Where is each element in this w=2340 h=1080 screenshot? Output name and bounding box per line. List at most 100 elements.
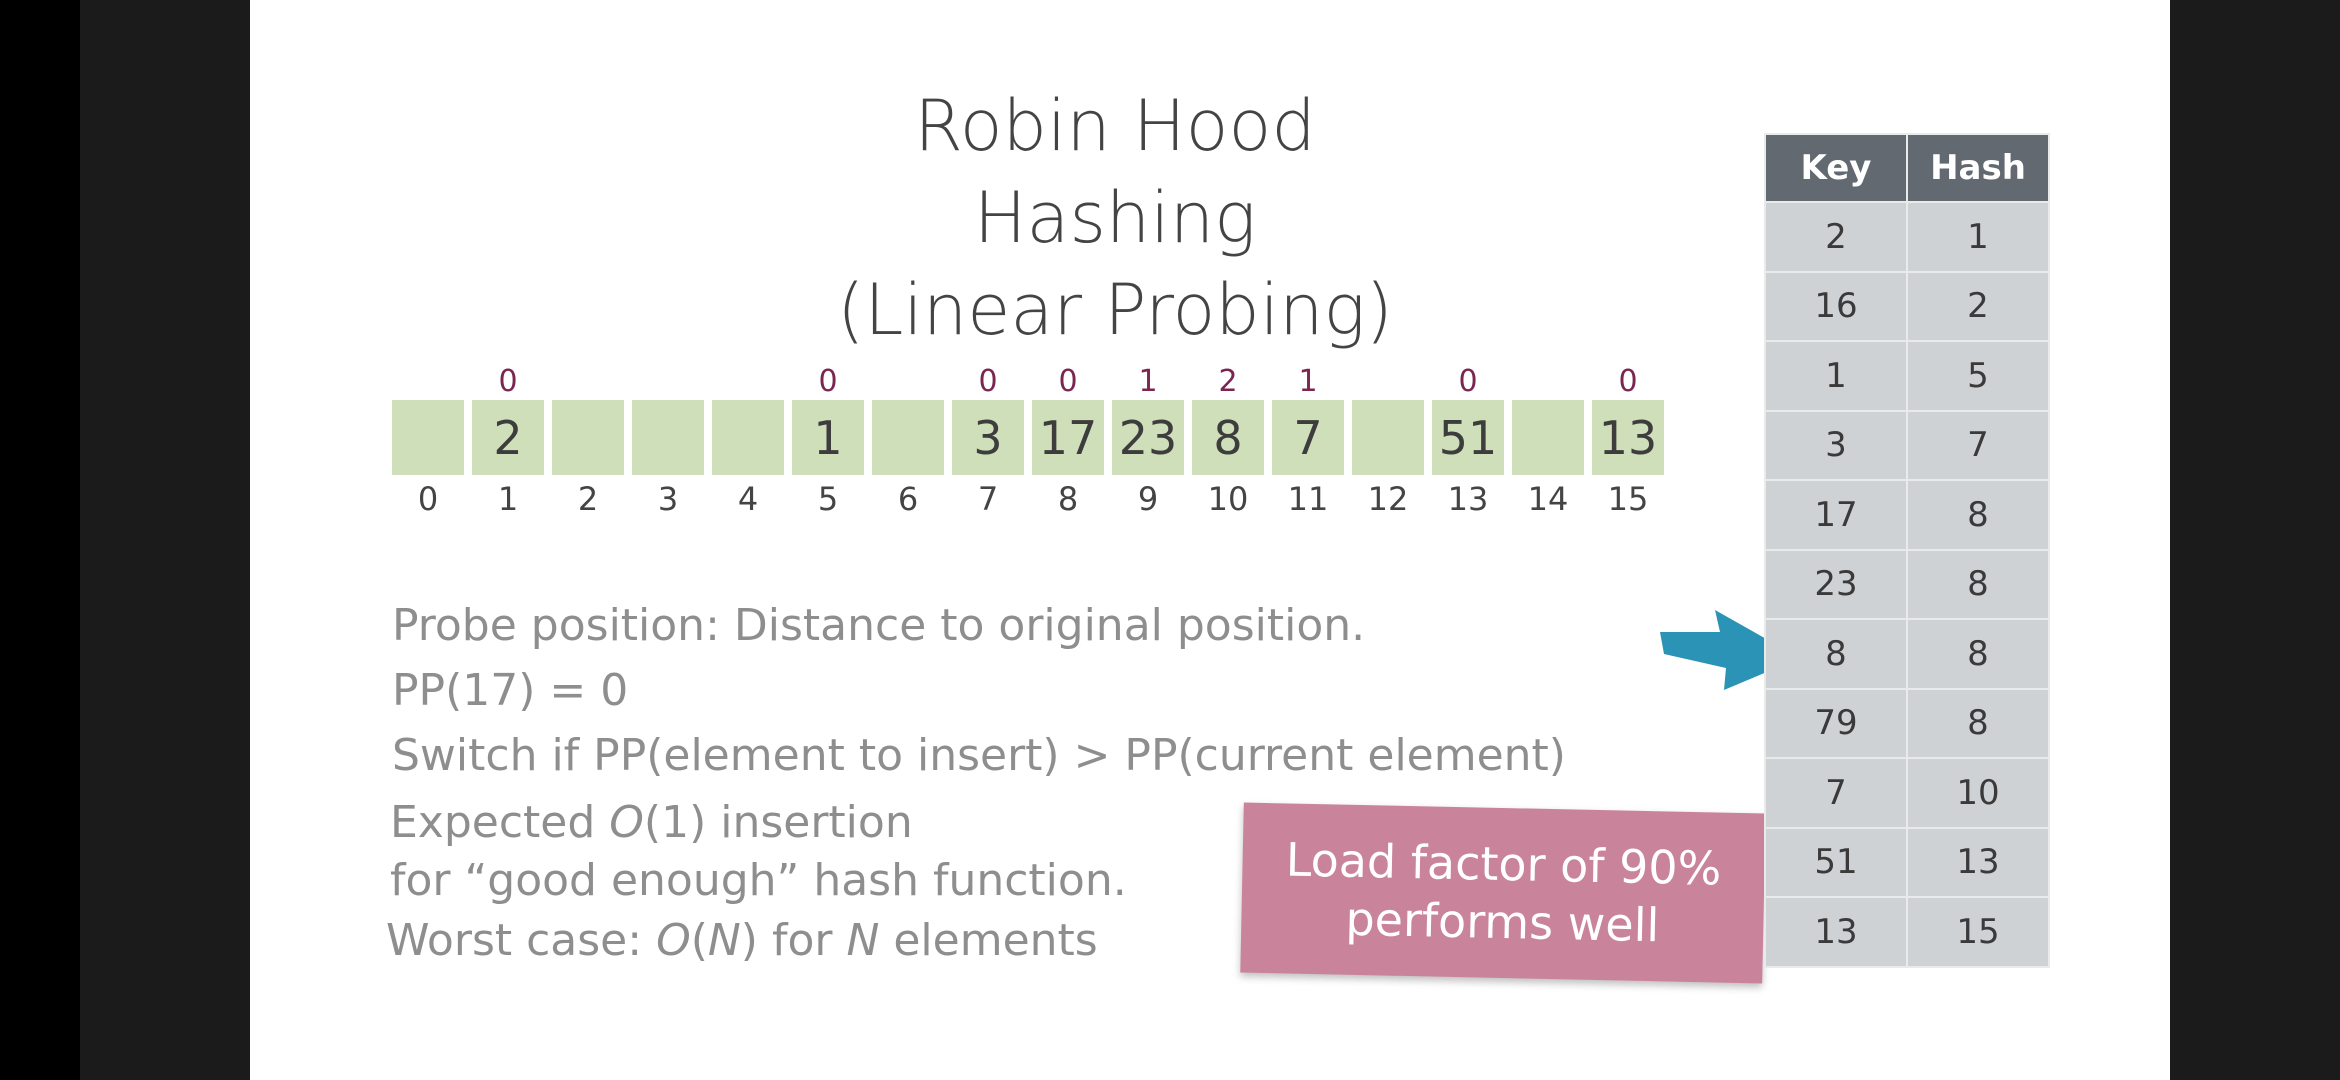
- note-worst-o: O: [656, 915, 691, 966]
- slot-index-3: 3: [657, 480, 679, 518]
- slot-index-15: 15: [1607, 480, 1649, 518]
- hash-slot-8: 17: [1032, 400, 1104, 475]
- hash-cell: 15: [1906, 896, 2050, 968]
- header-hash: Hash: [1906, 133, 2050, 203]
- note-worst-pre: Worst case:: [386, 915, 657, 966]
- note-worst-case: Worst case: O(N) for N elements: [386, 915, 1098, 966]
- note-worst-open: (: [690, 915, 708, 966]
- hash-cell: 8: [1906, 618, 2050, 690]
- probe-position-8: 0: [1058, 364, 1078, 399]
- probe-position-9: 1: [1138, 364, 1158, 399]
- slot-index-6: 6: [897, 480, 919, 518]
- note-worst-n: N: [707, 915, 741, 966]
- slot-index-7: 7: [977, 480, 999, 518]
- header-key: Key: [1764, 133, 1908, 203]
- note-pp-example: PP(17) = 0: [392, 665, 629, 716]
- slot-index-8: 8: [1057, 480, 1079, 518]
- slot-index-12: 12: [1367, 480, 1409, 518]
- note-worst-n2: N: [846, 915, 880, 966]
- hash-cell: 1: [1906, 201, 2050, 273]
- callout-line1: Load factor of 90%: [1285, 832, 1722, 896]
- slot-index-2: 2: [577, 480, 599, 518]
- letterbox-right: [2170, 0, 2340, 1080]
- screen-left-edge: [0, 0, 80, 1080]
- hash-cell: 8: [1906, 548, 2050, 620]
- slot-index-9: 9: [1137, 480, 1159, 518]
- slot-index-11: 11: [1287, 480, 1329, 518]
- hash-slot-12: [1352, 400, 1424, 475]
- key-cell: 1: [1764, 340, 1908, 412]
- key-cell: 16: [1764, 270, 1908, 342]
- note-worst-close: ) for: [740, 915, 847, 966]
- key-cell: 8: [1764, 618, 1908, 690]
- probe-position-15: 0: [1618, 364, 1638, 399]
- probe-position-10: 2: [1218, 364, 1238, 399]
- slide-title: Robin Hood Hashing (Linear Probing): [780, 80, 1450, 356]
- key-cell: 79: [1764, 687, 1908, 759]
- slot-index-10: 10: [1207, 480, 1249, 518]
- load-factor-callout: Load factor of 90% performs well: [1240, 802, 1766, 984]
- note-expected-o: O: [609, 797, 644, 848]
- hash-slot-9: 23: [1112, 400, 1184, 475]
- key-cell: 7: [1764, 757, 1908, 829]
- hash-cell: 8: [1906, 687, 2050, 759]
- slide-title-line2: (Linear Probing): [837, 269, 1393, 351]
- probe-position-1: 0: [498, 364, 518, 399]
- slot-index-13: 13: [1447, 480, 1489, 518]
- note-expected: Expected O(1) insertion: [390, 797, 913, 848]
- hash-slot-13: 51: [1432, 400, 1504, 475]
- hash-slot-14: [1512, 400, 1584, 475]
- hash-cell: 10: [1906, 757, 2050, 829]
- key-cell: 23: [1764, 548, 1908, 620]
- hash-slot-10: 8: [1192, 400, 1264, 475]
- slide-title-line1: Robin Hood Hashing: [914, 85, 1316, 259]
- hash-slot-5: 1: [792, 400, 864, 475]
- note-worst-post: elements: [879, 915, 1098, 966]
- hash-slot-3: [632, 400, 704, 475]
- hash-slot-7: 3: [952, 400, 1024, 475]
- hash-slot-15: 13: [1592, 400, 1664, 475]
- note-expected-post: (1) insertion: [643, 797, 913, 848]
- hash-slot-2: [552, 400, 624, 475]
- key-cell: 3: [1764, 409, 1908, 481]
- key-cell: 13: [1764, 896, 1908, 968]
- hash-cell: 7: [1906, 409, 2050, 481]
- callout-line2: performs well: [1344, 891, 1660, 953]
- probe-position-13: 0: [1458, 364, 1478, 399]
- note-expected-pre: Expected: [390, 797, 610, 848]
- hash-cell: 8: [1906, 479, 2050, 551]
- hash-cell: 2: [1906, 270, 2050, 342]
- slot-index-4: 4: [737, 480, 759, 518]
- hash-slot-11: 7: [1272, 400, 1344, 475]
- hash-slot-4: [712, 400, 784, 475]
- hash-cell: 13: [1906, 826, 2050, 898]
- key-cell: 17: [1764, 479, 1908, 551]
- hash-slot-1: 2: [472, 400, 544, 475]
- key-cell: 51: [1764, 826, 1908, 898]
- slot-index-1: 1: [497, 480, 519, 518]
- probe-position-7: 0: [978, 364, 998, 399]
- hash-slot-0: [392, 400, 464, 475]
- note-switch-rule: Switch if PP(element to insert) > PP(cur…: [392, 730, 1566, 781]
- probe-position-5: 0: [818, 364, 838, 399]
- probe-position-11: 1: [1298, 364, 1318, 399]
- key-hash-header-row: Key Hash: [1764, 133, 2050, 203]
- note-probe-position: Probe position: Distance to original pos…: [392, 600, 1366, 651]
- key-cell: 2: [1764, 201, 1908, 273]
- note-good-hash: for “good enough” hash function.: [390, 855, 1127, 906]
- slot-index-5: 5: [817, 480, 839, 518]
- hash-cell: 5: [1906, 340, 2050, 412]
- hash-slot-6: [872, 400, 944, 475]
